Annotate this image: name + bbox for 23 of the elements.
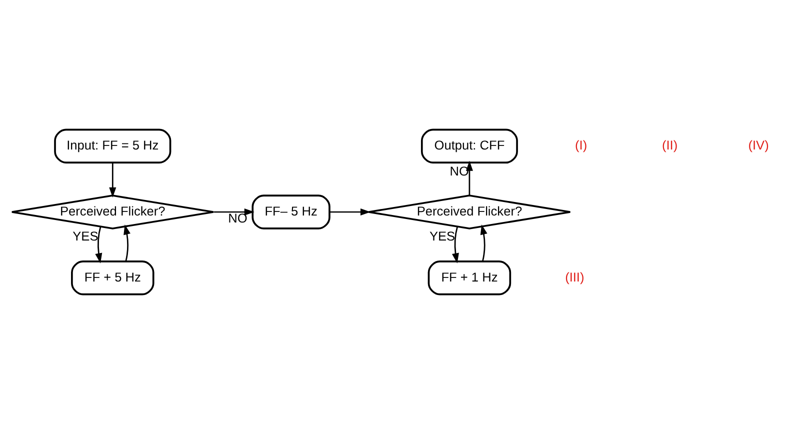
arrow xyxy=(330,208,371,216)
node-box: FF + 1 Hz xyxy=(428,260,512,295)
label: (III) xyxy=(565,268,584,284)
arrow xyxy=(452,226,459,263)
label: (II) xyxy=(662,137,678,152)
arrow xyxy=(124,224,130,262)
arrow xyxy=(109,162,116,198)
edge-label: NO xyxy=(228,210,248,225)
edge-label: YES xyxy=(72,228,98,243)
node-box: FF + 5 Hz xyxy=(71,260,154,295)
edge-label: NO xyxy=(450,163,469,178)
arrow xyxy=(466,160,473,195)
node-diamond: Perceived Flicker? xyxy=(368,194,572,229)
node-box: FF– 5 Hz xyxy=(252,194,330,229)
node-diamond: Perceived Flicker? xyxy=(11,194,214,229)
node-box: Input: FF = 5 Hz xyxy=(54,128,172,163)
arrow xyxy=(214,208,254,216)
label: (IV) xyxy=(748,137,769,152)
arrow xyxy=(95,226,102,263)
node-box: Output: CFF xyxy=(420,128,518,163)
arrow xyxy=(480,224,488,262)
edge-label: YES xyxy=(429,228,456,243)
label: (I) xyxy=(575,137,588,152)
